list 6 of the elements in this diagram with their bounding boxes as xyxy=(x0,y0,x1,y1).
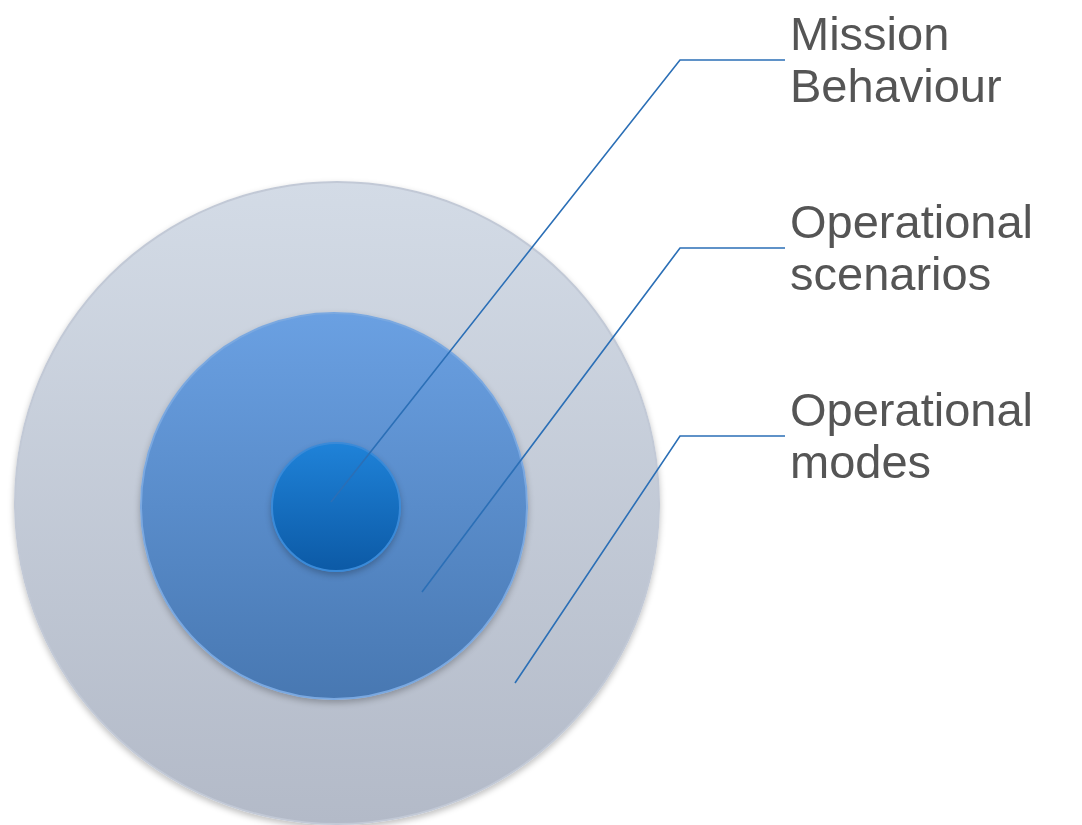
leader-line xyxy=(330,59,786,503)
scenarios-label: Operational scenarios xyxy=(790,196,1080,300)
leader-line xyxy=(514,435,786,684)
modes-label: Operational modes xyxy=(790,384,1080,488)
mission-label: Mission Behaviour xyxy=(790,8,1080,112)
leader-line xyxy=(421,247,786,593)
